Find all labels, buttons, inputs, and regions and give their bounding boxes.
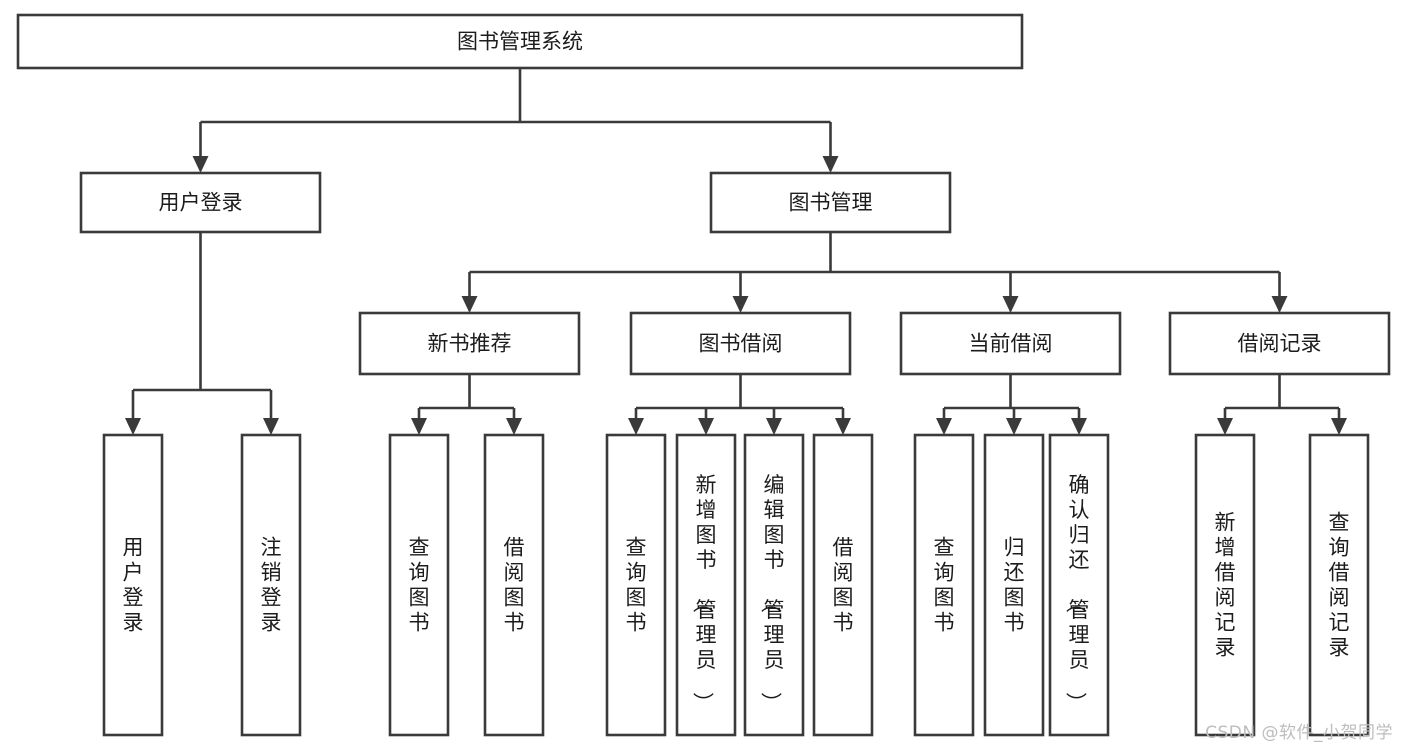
node-user-login-label: 用户登录 bbox=[159, 191, 243, 215]
leaf-leaf-logout-box[interactable] bbox=[240, 433, 302, 737]
leaf-leaf-query-book-2-label: 查询图书 bbox=[626, 536, 647, 635]
leaf-leaf-confirm-return-admin-label: 确认归还（管理员） bbox=[1064, 473, 1090, 713]
leaf-leaf-add-borrow-record-box[interactable] bbox=[1194, 433, 1256, 737]
arrow-head-icon bbox=[822, 156, 839, 173]
connector-group-user-login bbox=[125, 232, 279, 435]
arrow-head-icon bbox=[411, 418, 427, 435]
leaf-leaf-query-book-2[interactable]: 查询图书 bbox=[605, 433, 667, 737]
connector-group-current-borrow bbox=[936, 374, 1087, 435]
leaf-leaf-logout-label: 注销登录 bbox=[261, 536, 282, 635]
leaf-leaf-return-book[interactable]: 归还图书 bbox=[983, 433, 1045, 737]
node-borrow-records-box[interactable] bbox=[1168, 311, 1391, 376]
node-borrow-records[interactable]: 借阅记录 bbox=[1168, 311, 1391, 376]
leaf-leaf-query-book-3-box[interactable] bbox=[913, 433, 975, 737]
leaf-leaf-add-book-admin-box[interactable] bbox=[675, 433, 737, 737]
arrow-head-icon bbox=[698, 418, 714, 435]
leaf-leaf-query-book-1-label: 查询图书 bbox=[409, 536, 430, 635]
node-book-borrow-box[interactable] bbox=[629, 311, 852, 376]
node-book-management-label: 图书管理 bbox=[789, 191, 873, 215]
arrow-head-icon bbox=[835, 418, 851, 435]
leaf-leaf-borrow-book-1-box[interactable] bbox=[483, 433, 545, 737]
leaf-leaf-user-login-box[interactable] bbox=[102, 433, 164, 737]
node-root-label: 图书管理系统 bbox=[457, 30, 583, 54]
arrow-head-icon bbox=[732, 296, 749, 313]
node-borrow-records-label: 借阅记录 bbox=[1238, 332, 1322, 356]
leaf-leaf-query-borrow-record-box[interactable] bbox=[1308, 433, 1370, 737]
leaf-leaf-confirm-return-admin-box[interactable] bbox=[1048, 433, 1110, 737]
arrow-head-icon bbox=[1002, 296, 1019, 313]
leaf-leaf-add-book-admin-label: 新增图书（管理员） bbox=[691, 473, 717, 713]
node-user-login-box[interactable] bbox=[79, 171, 322, 234]
leaf-leaf-query-book-2-box[interactable] bbox=[605, 433, 667, 737]
leaf-leaf-add-borrow-record-label: 新增借阅记录 bbox=[1215, 511, 1236, 660]
arrow-head-icon bbox=[628, 418, 644, 435]
leaf-leaf-logout[interactable]: 注销登录 bbox=[240, 433, 302, 737]
leaf-leaf-borrow-book-1[interactable]: 借阅图书 bbox=[483, 433, 545, 737]
node-new-book-recommend-label: 新书推荐 bbox=[428, 332, 512, 356]
leaf-leaf-borrow-book-2-box[interactable] bbox=[812, 433, 874, 737]
leaf-leaf-query-book-1-box[interactable] bbox=[388, 433, 450, 737]
leaf-leaf-user-login-label: 用户登录 bbox=[123, 536, 144, 635]
connector-group-borrow-records bbox=[1217, 374, 1347, 435]
leaf-leaf-return-book-box[interactable] bbox=[983, 433, 1045, 737]
arrow-head-icon bbox=[1217, 418, 1233, 435]
leaf-leaf-edit-book-admin[interactable]: 编辑图书（管理员） bbox=[743, 433, 805, 737]
node-root[interactable]: 图书管理系统 bbox=[16, 13, 1024, 70]
leaf-leaf-add-borrow-record[interactable]: 新增借阅记录 bbox=[1194, 433, 1256, 737]
leaf-leaf-return-book-label: 归还图书 bbox=[1004, 536, 1025, 635]
leaf-leaf-edit-book-admin-box[interactable] bbox=[743, 433, 805, 737]
arrow-head-icon bbox=[192, 156, 209, 173]
leaf-leaf-borrow-book-2[interactable]: 借阅图书 bbox=[812, 433, 874, 737]
csdn-watermark: CSDN @软件_小贺同学 bbox=[1205, 723, 1393, 743]
connector-group-new-book-recommend bbox=[411, 374, 522, 435]
arrow-head-icon bbox=[1331, 418, 1347, 435]
connector-group-root bbox=[192, 68, 839, 173]
leaf-leaf-borrow-book-2-label: 借阅图书 bbox=[833, 536, 854, 635]
leaf-leaf-query-borrow-record[interactable]: 查询借阅记录 bbox=[1308, 433, 1370, 737]
connector-group-book-borrow bbox=[628, 374, 851, 435]
leaf-leaf-confirm-return-admin[interactable]: 确认归还（管理员） bbox=[1048, 433, 1110, 737]
leaf-leaf-add-book-admin[interactable]: 新增图书（管理员） bbox=[675, 433, 737, 737]
node-book-borrow-label: 图书借阅 bbox=[699, 332, 783, 356]
arrow-head-icon bbox=[936, 418, 952, 435]
leaf-leaf-user-login[interactable]: 用户登录 bbox=[102, 433, 164, 737]
leaf-leaf-edit-book-admin-label: 编辑图书（管理员） bbox=[759, 473, 785, 713]
leaf-leaf-query-book-3[interactable]: 查询图书 bbox=[913, 433, 975, 737]
leaf-leaf-query-book-3-label: 查询图书 bbox=[934, 536, 955, 635]
arrow-head-icon bbox=[506, 418, 522, 435]
arrow-head-icon bbox=[1271, 296, 1288, 313]
leaf-leaf-query-book-1[interactable]: 查询图书 bbox=[388, 433, 450, 737]
node-user-login[interactable]: 用户登录 bbox=[79, 171, 322, 234]
leaf-leaf-query-borrow-record-label: 查询借阅记录 bbox=[1329, 511, 1350, 660]
node-current-borrow-box[interactable] bbox=[899, 311, 1122, 376]
arrow-head-icon bbox=[461, 296, 478, 313]
node-book-borrow[interactable]: 图书借阅 bbox=[629, 311, 852, 376]
arrow-head-icon bbox=[1071, 418, 1087, 435]
leaf-leaf-borrow-book-1-label: 借阅图书 bbox=[504, 536, 525, 635]
node-root-box[interactable] bbox=[16, 13, 1024, 70]
node-current-borrow-label: 当前借阅 bbox=[969, 332, 1053, 356]
node-book-management[interactable]: 图书管理 bbox=[709, 171, 952, 234]
node-new-book-recommend-box[interactable] bbox=[358, 311, 581, 376]
arrow-head-icon bbox=[125, 418, 141, 435]
arrow-head-icon bbox=[263, 418, 279, 435]
arrow-head-icon bbox=[1006, 418, 1022, 435]
connector-layer bbox=[125, 68, 1347, 435]
node-book-management-box[interactable] bbox=[709, 171, 952, 234]
arrow-head-icon bbox=[766, 418, 782, 435]
connector-group-book-management bbox=[461, 232, 1288, 313]
node-current-borrow[interactable]: 当前借阅 bbox=[899, 311, 1122, 376]
node-new-book-recommend[interactable]: 新书推荐 bbox=[358, 311, 581, 376]
node-layer: 图书管理系统用户登录图书管理新书推荐图书借阅当前借阅借阅记录用户登录注销登录查询… bbox=[16, 13, 1391, 737]
